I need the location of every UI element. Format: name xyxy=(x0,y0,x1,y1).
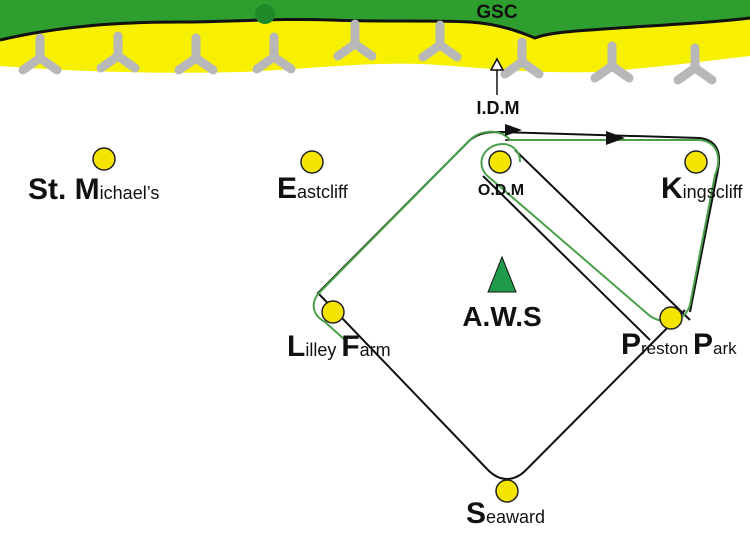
site-label-st-michaels: St. Michael’s xyxy=(28,173,159,206)
groyne-icon xyxy=(252,32,296,74)
groyne-icon xyxy=(673,43,717,85)
site-marker-preston-park xyxy=(659,306,683,330)
idm-arrow-head xyxy=(489,57,505,71)
site-label-lilley-farm: Lilley Farm xyxy=(287,330,391,363)
site-marker-lilley-farm xyxy=(321,300,345,324)
site-label-eastcliff: Eastcliff xyxy=(277,172,349,205)
site-marker-st-michaels xyxy=(92,147,116,171)
groyne-icon xyxy=(174,33,218,75)
groyne-icon xyxy=(18,33,62,75)
aws-triangle xyxy=(487,255,517,293)
groyne-icon xyxy=(590,41,634,83)
site-label-odm: O.D.M xyxy=(478,182,524,199)
site-marker-eastcliff xyxy=(300,150,324,174)
grass-beach-edge xyxy=(0,16,750,42)
site-marker-seaward xyxy=(495,479,519,503)
site-label-kingscliff: Kingscliff xyxy=(661,172,743,205)
groyne-icon xyxy=(500,37,544,79)
route-arrow-head xyxy=(505,124,522,136)
route-odm-preston-band xyxy=(482,149,691,341)
route-diamond xyxy=(316,139,686,480)
site-label-seaward: Seaward xyxy=(466,497,545,530)
groyne-icon xyxy=(96,31,140,73)
site-label-preston-park: Preston Park xyxy=(621,328,737,361)
gsc-label: GSC xyxy=(476,2,517,23)
groyne-row xyxy=(18,19,717,85)
idm-label: I.D.M xyxy=(477,98,520,118)
groyne-icon xyxy=(418,20,462,62)
aws-label: A.W.S xyxy=(462,301,541,332)
groyne-icon xyxy=(333,19,377,61)
route-arrow-head xyxy=(606,131,625,145)
site-marker-odm xyxy=(488,150,512,174)
site-marker-kingscliff xyxy=(684,150,708,174)
tree-marker xyxy=(255,4,275,24)
